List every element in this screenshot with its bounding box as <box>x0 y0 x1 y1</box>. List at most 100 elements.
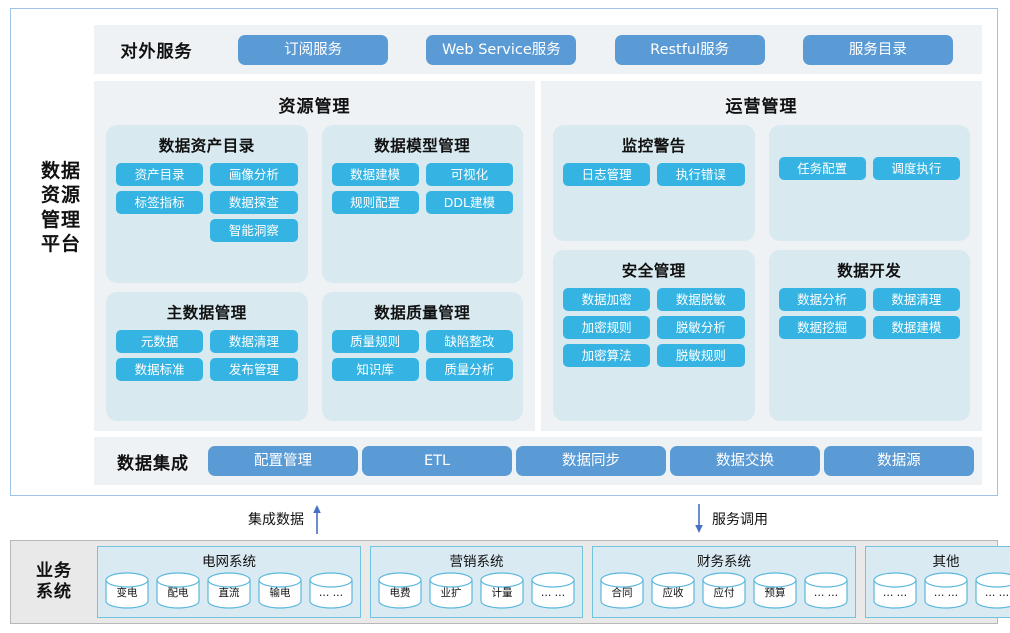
database-cylinder[interactable]: 计量 <box>479 572 525 609</box>
business-systems-frame: 业务系统 电网系统变电配电直流输电… …营销系统电费业扩计量… …财务系统合同应… <box>10 540 1010 624</box>
database-cylinder[interactable]: 电费 <box>377 572 423 609</box>
subcard-chip-group: 质量规则缺陷整改知识库质量分析 <box>331 329 513 381</box>
subcard-chip-button[interactable]: 脱敏规则 <box>657 343 745 367</box>
database-icon <box>531 572 575 609</box>
database-cylinder[interactable]: … … <box>923 572 969 609</box>
database-cylinder[interactable]: 合同 <box>599 572 645 609</box>
subcard-chip-button[interactable]: 标签指标 <box>116 191 204 214</box>
subcard-chip-button[interactable]: 数据分析 <box>778 287 866 311</box>
subcard-chip-button[interactable]: 数据建模 <box>872 315 960 339</box>
subcard-chip-button[interactable]: 数据标准 <box>116 357 204 381</box>
platform-side-label-line: 资源 <box>40 184 81 207</box>
database-cylinder[interactable]: 预算 <box>752 572 798 609</box>
subcard-chip-group: 任务配置调度执行 <box>778 157 960 180</box>
subcard-chip-button[interactable]: 数据清理 <box>210 329 298 353</box>
external-service-button[interactable]: Restful服务 <box>614 34 765 65</box>
database-icon <box>873 572 917 609</box>
database-icon <box>702 572 746 609</box>
database-cylinder[interactable]: 直流 <box>206 572 252 609</box>
data-integration-button[interactable]: 配置管理 <box>208 446 358 476</box>
database-cylinder-row: … …… …… … <box>872 572 1010 609</box>
database-cylinder[interactable]: 配电 <box>155 572 201 609</box>
subcard-chip-button[interactable]: 脱敏分析 <box>657 315 745 339</box>
external-service-button[interactable]: Web Service服务 <box>426 34 577 65</box>
subcard-chip-button[interactable]: 画像分析 <box>210 163 298 186</box>
platform-side-label-line: 数据 <box>40 160 81 182</box>
business-system-group-title: 电网系统 <box>202 554 256 570</box>
database-cylinder[interactable]: 变电 <box>104 572 150 609</box>
subcard-chip-button[interactable]: 规则配置 <box>331 191 419 214</box>
subcard-chip-button[interactable]: 数据挖掘 <box>778 315 866 339</box>
database-cylinder[interactable]: … … <box>974 572 1010 609</box>
data-integration-button[interactable]: 数据同步 <box>516 446 666 476</box>
subcard-chip-button[interactable]: 质量规则 <box>331 329 419 353</box>
subcard-chip-button[interactable]: 加密算法 <box>563 343 651 367</box>
database-cylinder[interactable]: 应收 <box>650 572 696 609</box>
database-cylinder[interactable]: … … <box>872 572 918 609</box>
subcard-chip-button[interactable]: 日志管理 <box>563 163 651 186</box>
external-service-button[interactable]: 订阅服务 <box>238 34 389 65</box>
subcard-chip-button[interactable]: 数据脱敏 <box>657 287 745 311</box>
database-cylinder-row: 合同 应收应付预算 … … <box>599 572 849 609</box>
database-label: 电费 <box>389 587 411 599</box>
database-label: 配电 <box>167 587 189 599</box>
subcard-chip-button[interactable]: 可视化 <box>425 163 513 186</box>
subcard-chip-group: 元数据数据清理数据标准发布管理 <box>116 329 298 381</box>
management-panel-title: 运营管理 <box>725 97 798 117</box>
subcard: 主数据管理元数据数据清理数据标准发布管理 <box>106 291 308 421</box>
database-cylinder[interactable]: … … <box>803 572 849 609</box>
business-system-group: 电网系统变电 配电 直流 输电… … <box>97 546 361 618</box>
subcard-chip-button[interactable]: 智能洞察 <box>210 219 298 242</box>
database-label: … … <box>882 587 908 599</box>
database-label: … … <box>813 587 839 599</box>
data-integration-button[interactable]: ETL <box>362 446 512 476</box>
business-system-group-title: 营销系统 <box>449 554 504 570</box>
management-panels-row: 资源管理数据资产目录资产目录画像分析标签指标数据探查智能洞察数据模型管理数据建模… <box>94 81 982 431</box>
business-systems-groups: 电网系统变电配电直流输电… …营销系统电费业扩计量… …财务系统合同应收应付预算… <box>97 546 1010 618</box>
subcard-chip-button[interactable]: 质量分析 <box>425 357 513 381</box>
database-cylinder[interactable]: 输电 <box>257 572 303 609</box>
database-cylinder-row: 变电 配电 直流 输电… … <box>104 572 354 609</box>
external-services-buttons: 订阅服务 Web Service服务 Restful服务 服务目录 <box>219 34 982 65</box>
business-system-group-title: 其他 <box>932 554 960 570</box>
subcard-chip-button[interactable]: 数据探查 <box>210 191 298 214</box>
subcard-chip-button[interactable]: 数据加密 <box>563 287 651 311</box>
arrow-up-icon <box>311 504 323 534</box>
subcard-title: 监控警告 <box>621 137 686 155</box>
database-label: 变电 <box>116 587 138 599</box>
subcard-chip-button[interactable]: 数据清理 <box>872 287 960 311</box>
database-icon <box>804 572 848 609</box>
subcard-chip-button[interactable]: 执行错误 <box>657 163 745 186</box>
subcard-chip-button[interactable]: 加密规则 <box>563 315 651 339</box>
subcard-chip-button[interactable]: 知识库 <box>331 357 419 381</box>
business-system-group: 营销系统电费 业扩计量… … <box>370 546 583 618</box>
subcard: 安全管理数据加密数据脱敏加密规则脱敏分析加密算法脱敏规则 <box>553 249 755 421</box>
database-label: 合同 <box>611 587 633 599</box>
database-cylinder[interactable]: 应付 <box>701 572 747 609</box>
database-icon <box>378 572 422 609</box>
subcard-chip-button[interactable]: 发布管理 <box>210 357 298 381</box>
subcard-chip-button[interactable]: 数据建模 <box>331 163 419 186</box>
database-icon <box>105 572 149 609</box>
data-integration-title: 数据集成 <box>117 453 189 474</box>
subcard-chip-button[interactable]: 元数据 <box>116 329 204 353</box>
subcard-chip-button[interactable]: DDL建模 <box>425 191 513 214</box>
subcard-chip-button[interactable]: 资产目录 <box>116 163 204 186</box>
business-systems-side-label: 业务系统 <box>18 561 90 604</box>
database-cylinder[interactable]: 业扩 <box>428 572 474 609</box>
subcard-chip-button[interactable]: 调度执行 <box>872 157 960 180</box>
subcard-title: 数据质量管理 <box>374 303 471 322</box>
database-label: 直流 <box>218 587 240 599</box>
external-service-button[interactable]: 服务目录 <box>802 34 953 65</box>
management-subcard-grid: 数据资产目录资产目录画像分析标签指标数据探查智能洞察数据模型管理数据建模可视化规… <box>106 125 523 421</box>
database-cylinder[interactable]: … … <box>530 572 576 609</box>
database-cylinder[interactable]: … … <box>308 572 354 609</box>
data-integration-button[interactable]: 数据交换 <box>670 446 820 476</box>
data-integration-button[interactable]: 数据源 <box>824 446 974 476</box>
subcard-chip-button[interactable]: 任务配置 <box>778 157 866 180</box>
subcard-chip-button[interactable]: 缺陷整改 <box>425 329 513 353</box>
